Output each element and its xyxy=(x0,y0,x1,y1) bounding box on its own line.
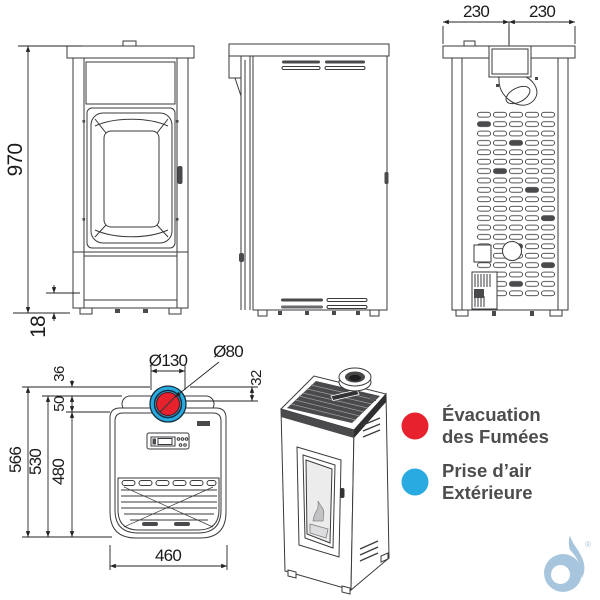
flame xyxy=(312,500,325,522)
foot xyxy=(455,309,469,317)
smoke-color-dot xyxy=(401,412,429,439)
legend-item-smoke-evacuation: Évacuation des Fumées xyxy=(401,404,549,447)
door-glass xyxy=(305,459,333,544)
side-vents-bottom xyxy=(359,540,379,562)
side-view xyxy=(228,43,390,317)
body-outline xyxy=(109,407,227,539)
dim-front-height: 970 xyxy=(4,144,27,177)
side-vent xyxy=(282,60,320,64)
front-overhang xyxy=(228,55,242,79)
rear-latch xyxy=(384,172,389,184)
dim-foot-height: 18 xyxy=(27,316,50,338)
legend-smoke-line2: des Fumées xyxy=(442,425,549,447)
power-socket xyxy=(474,289,484,298)
hopper-lid-handle xyxy=(330,389,360,401)
dim-collar-zone: 50 xyxy=(51,396,68,412)
dim-collar-rear-gap: 36 xyxy=(51,366,68,382)
dim-flue-offset: 32 xyxy=(248,370,265,386)
stove-body xyxy=(252,55,388,311)
perspective-view xyxy=(280,367,390,595)
dim-flue-diameter: Ø80 xyxy=(213,342,243,361)
control-panel xyxy=(146,432,190,450)
foot xyxy=(257,309,268,317)
side-vents-top xyxy=(362,417,381,438)
top-knob xyxy=(122,40,137,47)
foot xyxy=(79,307,93,315)
top-cap xyxy=(228,43,390,57)
legend-air-line2: Extérieure xyxy=(442,481,533,503)
display xyxy=(157,438,173,445)
foot xyxy=(168,307,182,315)
combustion-air-hole xyxy=(502,241,522,261)
dim-body-width: 460 xyxy=(155,546,181,565)
air-color-dot xyxy=(401,468,429,495)
dim-depth-total: 566 xyxy=(6,447,25,473)
door-glass xyxy=(103,130,160,228)
top-button xyxy=(370,396,376,401)
hopper-panel xyxy=(85,61,176,105)
door-handle xyxy=(340,488,345,498)
door xyxy=(296,446,342,558)
door-handle xyxy=(177,166,183,184)
top-indicator xyxy=(197,421,210,426)
foot xyxy=(341,585,351,595)
dim-body-depth: 480 xyxy=(49,459,68,485)
legend-label-air: Prise d’air Extérieure xyxy=(442,460,533,503)
door-latch xyxy=(239,253,244,262)
top-view: 566 530 480 36 50 32 Ø130 Ø80 460 xyxy=(6,342,265,570)
foot xyxy=(369,309,380,317)
legend-item-outside-air: Prise d’air Extérieure xyxy=(401,460,549,503)
foot xyxy=(287,569,297,579)
dim-rear-right: 230 xyxy=(529,2,555,21)
legend-smoke-line1: Évacuation xyxy=(442,404,541,425)
dim-collar-diameter: Ø130 xyxy=(149,351,188,370)
dim-rear-left: 230 xyxy=(463,2,489,21)
top-grille-ribs xyxy=(290,384,377,421)
rear-plate xyxy=(473,244,492,263)
top-cap xyxy=(66,45,195,59)
rear-view: 230 230 xyxy=(442,2,576,317)
foot xyxy=(549,309,563,317)
legend: Évacuation des Fumées Prise d’air Extéri… xyxy=(401,404,549,503)
foot xyxy=(380,552,389,563)
dim-depth-to-collar: 530 xyxy=(26,449,45,475)
legend-label-smoke: Évacuation des Fumées xyxy=(442,404,549,447)
registered-mark: ® xyxy=(585,540,591,549)
front-view: 970 18 xyxy=(4,40,195,338)
burn-pot xyxy=(309,523,329,539)
front-grille xyxy=(117,477,220,531)
top-knob xyxy=(463,40,476,47)
brand-watermark-logo: ® xyxy=(544,535,591,592)
flue-elbow-pipe xyxy=(498,76,538,106)
rear-vent-dark-slots xyxy=(477,121,555,287)
flue-outlet-box xyxy=(488,45,532,78)
side-vent xyxy=(325,60,365,64)
legend-air-line1: Prise d’air xyxy=(442,460,532,481)
rear-vent-grid xyxy=(476,110,556,298)
